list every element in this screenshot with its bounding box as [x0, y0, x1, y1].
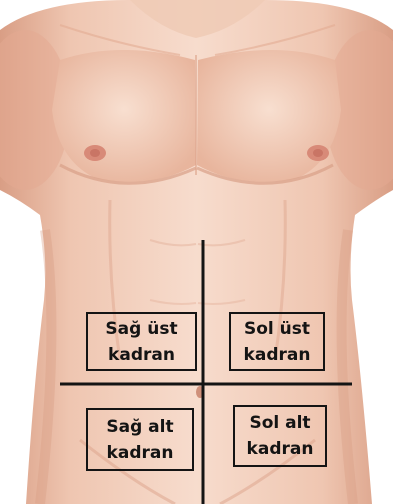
right-lower-quadrant-line2: kadran	[107, 440, 174, 466]
right-pectoral	[52, 50, 196, 182]
left-lower-quadrant-line2: kadran	[247, 436, 314, 462]
left-lower-quadrant-label: Sol alt kadran	[233, 405, 327, 467]
right-lower-quadrant-line1: Sağ alt	[106, 414, 173, 440]
right-upper-quadrant-line2: kadran	[108, 342, 175, 368]
left-upper-quadrant-line2: kadran	[244, 342, 311, 368]
left-lower-quadrant-line1: Sol alt	[249, 410, 310, 436]
right-upper-quadrant-line1: Sağ üst	[105, 316, 177, 342]
left-pectoral	[197, 50, 341, 182]
right-lower-quadrant-label: Sağ alt kadran	[86, 408, 194, 471]
left-upper-quadrant-label: Sol üst kadran	[229, 312, 325, 371]
right-upper-quadrant-label: Sağ üst kadran	[86, 312, 197, 371]
left-upper-quadrant-line1: Sol üst	[244, 316, 310, 342]
